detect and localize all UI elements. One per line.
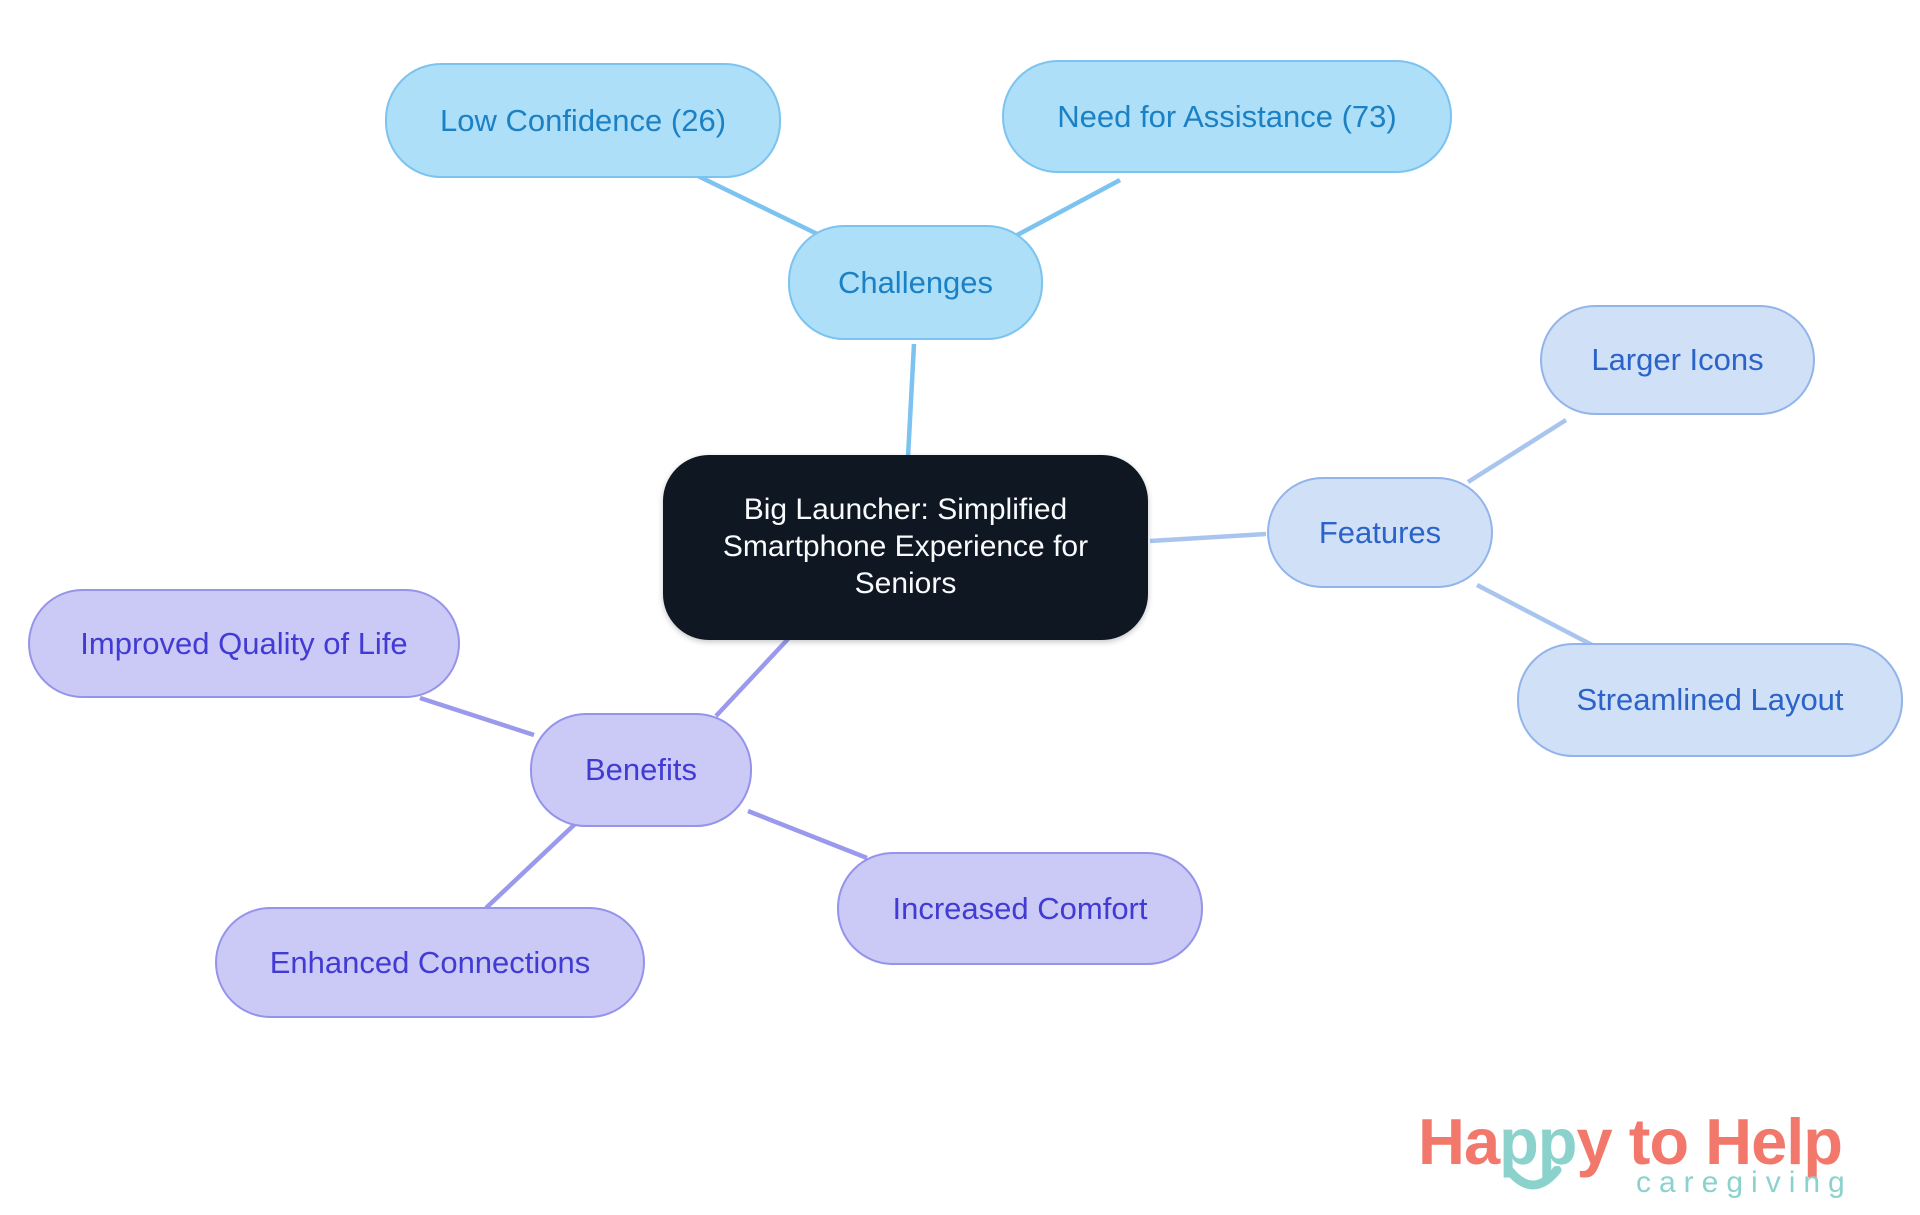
brand-logo: Happy to Help caregiving: [1418, 1104, 1888, 1204]
logo-space: [1612, 1105, 1629, 1178]
features-label: Features: [1318, 514, 1442, 550]
logo-text-to: to: [1628, 1105, 1689, 1178]
edge-features-larger-icons: [1466, 418, 1568, 484]
node-low-confidence[interactable]: Low Confidence (26): [385, 63, 781, 178]
edge-benefits-improved-quality: [419, 695, 535, 738]
node-features[interactable]: Features: [1267, 477, 1493, 588]
streamlined-layout-label: Streamlined Layout: [1576, 682, 1844, 718]
edge-benefits-enhanced-connections: [484, 822, 577, 910]
edge-benefits-increased-comfort: [747, 808, 868, 861]
logo-text-help: Help: [1705, 1105, 1843, 1178]
edge-root-challenges: [905, 343, 917, 458]
root-topic-label: Big Launcher: Simplified Smartphone Expe…: [722, 493, 1089, 600]
larger-icons-label: Larger Icons: [1591, 342, 1764, 378]
node-increased-comfort[interactable]: Increased Comfort: [837, 852, 1203, 965]
increased-comfort-label: Increased Comfort: [892, 890, 1148, 926]
need-for-assistance-label: Need for Assistance (73): [1057, 98, 1397, 134]
improved-quality-of-life-label: Improved Quality of Life: [80, 625, 408, 661]
smile-icon: [1504, 1166, 1562, 1190]
low-confidence-label: Low Confidence (26): [439, 102, 727, 138]
edge-root-features: [1149, 531, 1267, 544]
node-larger-icons[interactable]: Larger Icons: [1540, 305, 1815, 415]
logo-wordmark: Happy to Help: [1418, 1104, 1888, 1179]
challenges-label: Challenges: [837, 264, 994, 300]
edge-features-streamlined-layout: [1475, 583, 1598, 649]
node-challenges[interactable]: Challenges: [788, 225, 1043, 340]
logo-tagline: caregiving: [1636, 1166, 1853, 1199]
logo-text-pp: pp: [1499, 1105, 1577, 1178]
logo-text-y: y: [1576, 1105, 1613, 1178]
node-streamlined-layout[interactable]: Streamlined Layout: [1517, 643, 1903, 757]
node-improved-quality-of-life[interactable]: Improved Quality of Life: [28, 589, 460, 698]
node-enhanced-connections[interactable]: Enhanced Connections: [215, 907, 645, 1018]
benefits-label: Benefits: [584, 752, 697, 788]
node-need-for-assistance[interactable]: Need for Assistance (73): [1002, 60, 1452, 173]
node-root-topic[interactable]: Big Launcher: Simplified Smartphone Expe…: [663, 455, 1148, 640]
enhanced-connections-label: Enhanced Connections: [269, 944, 591, 980]
node-benefits[interactable]: Benefits: [530, 713, 752, 827]
edge-root-benefits: [714, 637, 790, 718]
edge-challenges-need-assistance: [1004, 178, 1122, 243]
logo-text-ha: Ha: [1418, 1105, 1500, 1178]
